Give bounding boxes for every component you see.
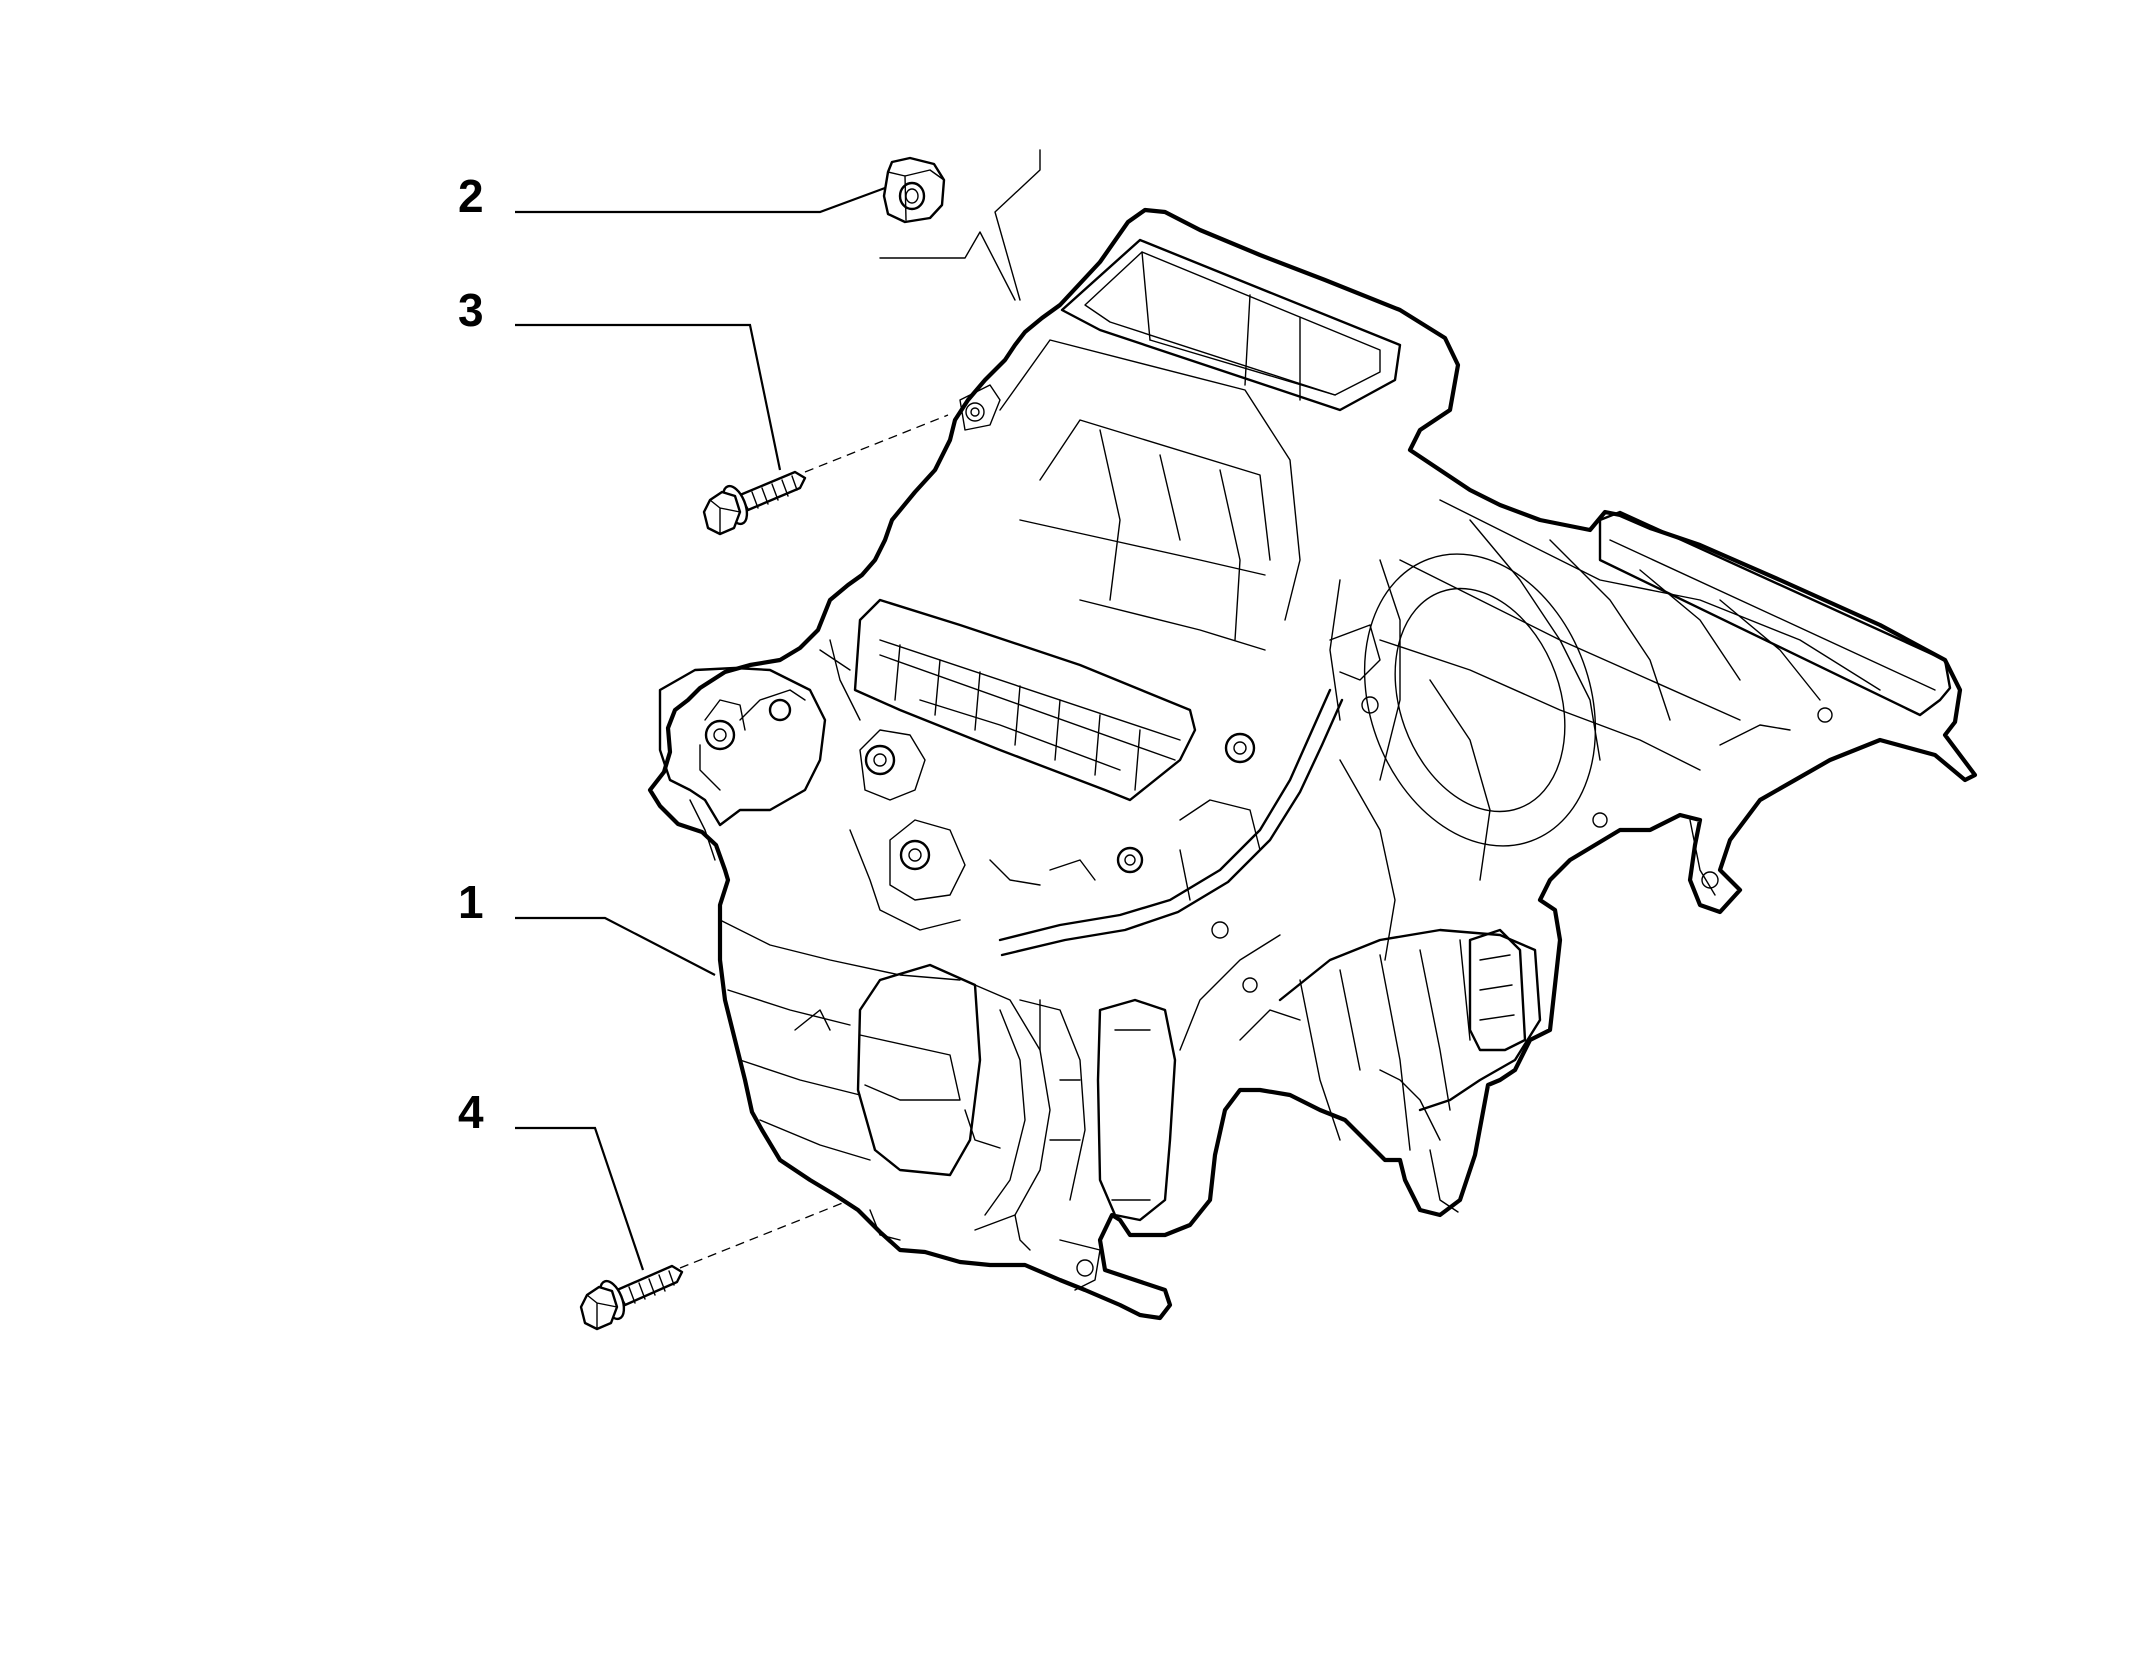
blower-scroll — [719, 919, 1177, 1291]
housing-clips — [689, 724, 1791, 1149]
callout-1-group[interactable]: 1 — [458, 876, 716, 976]
nut-part-2[interactable] — [882, 156, 946, 224]
leader-line-3 — [515, 323, 782, 471]
section-break-lines — [879, 149, 1041, 301]
top-air-inlet — [1060, 238, 1402, 412]
actuator-motors — [658, 639, 966, 931]
upper-duct-ribs — [959, 339, 1301, 651]
callout-4-group[interactable]: 4 — [458, 1086, 645, 1271]
filter-box — [853, 598, 1197, 802]
callout-number-3: 3 — [458, 284, 484, 336]
callout-number-4: 4 — [458, 1086, 484, 1138]
screw-part-3[interactable] — [702, 414, 949, 536]
center-pipe — [998, 624, 1381, 957]
callout-number-1: 1 — [458, 876, 484, 928]
leader-line-1 — [515, 916, 716, 976]
callout-number-2: 2 — [458, 170, 484, 222]
leader-line-4 — [515, 1126, 645, 1271]
screw-part-4[interactable] — [579, 1199, 851, 1331]
heater-core-body — [1179, 928, 1542, 1213]
callout-3-group[interactable]: 3 — [458, 284, 782, 471]
heater-housing-part-1[interactable] — [647, 207, 1978, 1321]
leader-line-2 — [515, 186, 886, 214]
distribution-duct — [1329, 499, 1952, 961]
callout-2-group[interactable]: 2 — [458, 170, 886, 222]
